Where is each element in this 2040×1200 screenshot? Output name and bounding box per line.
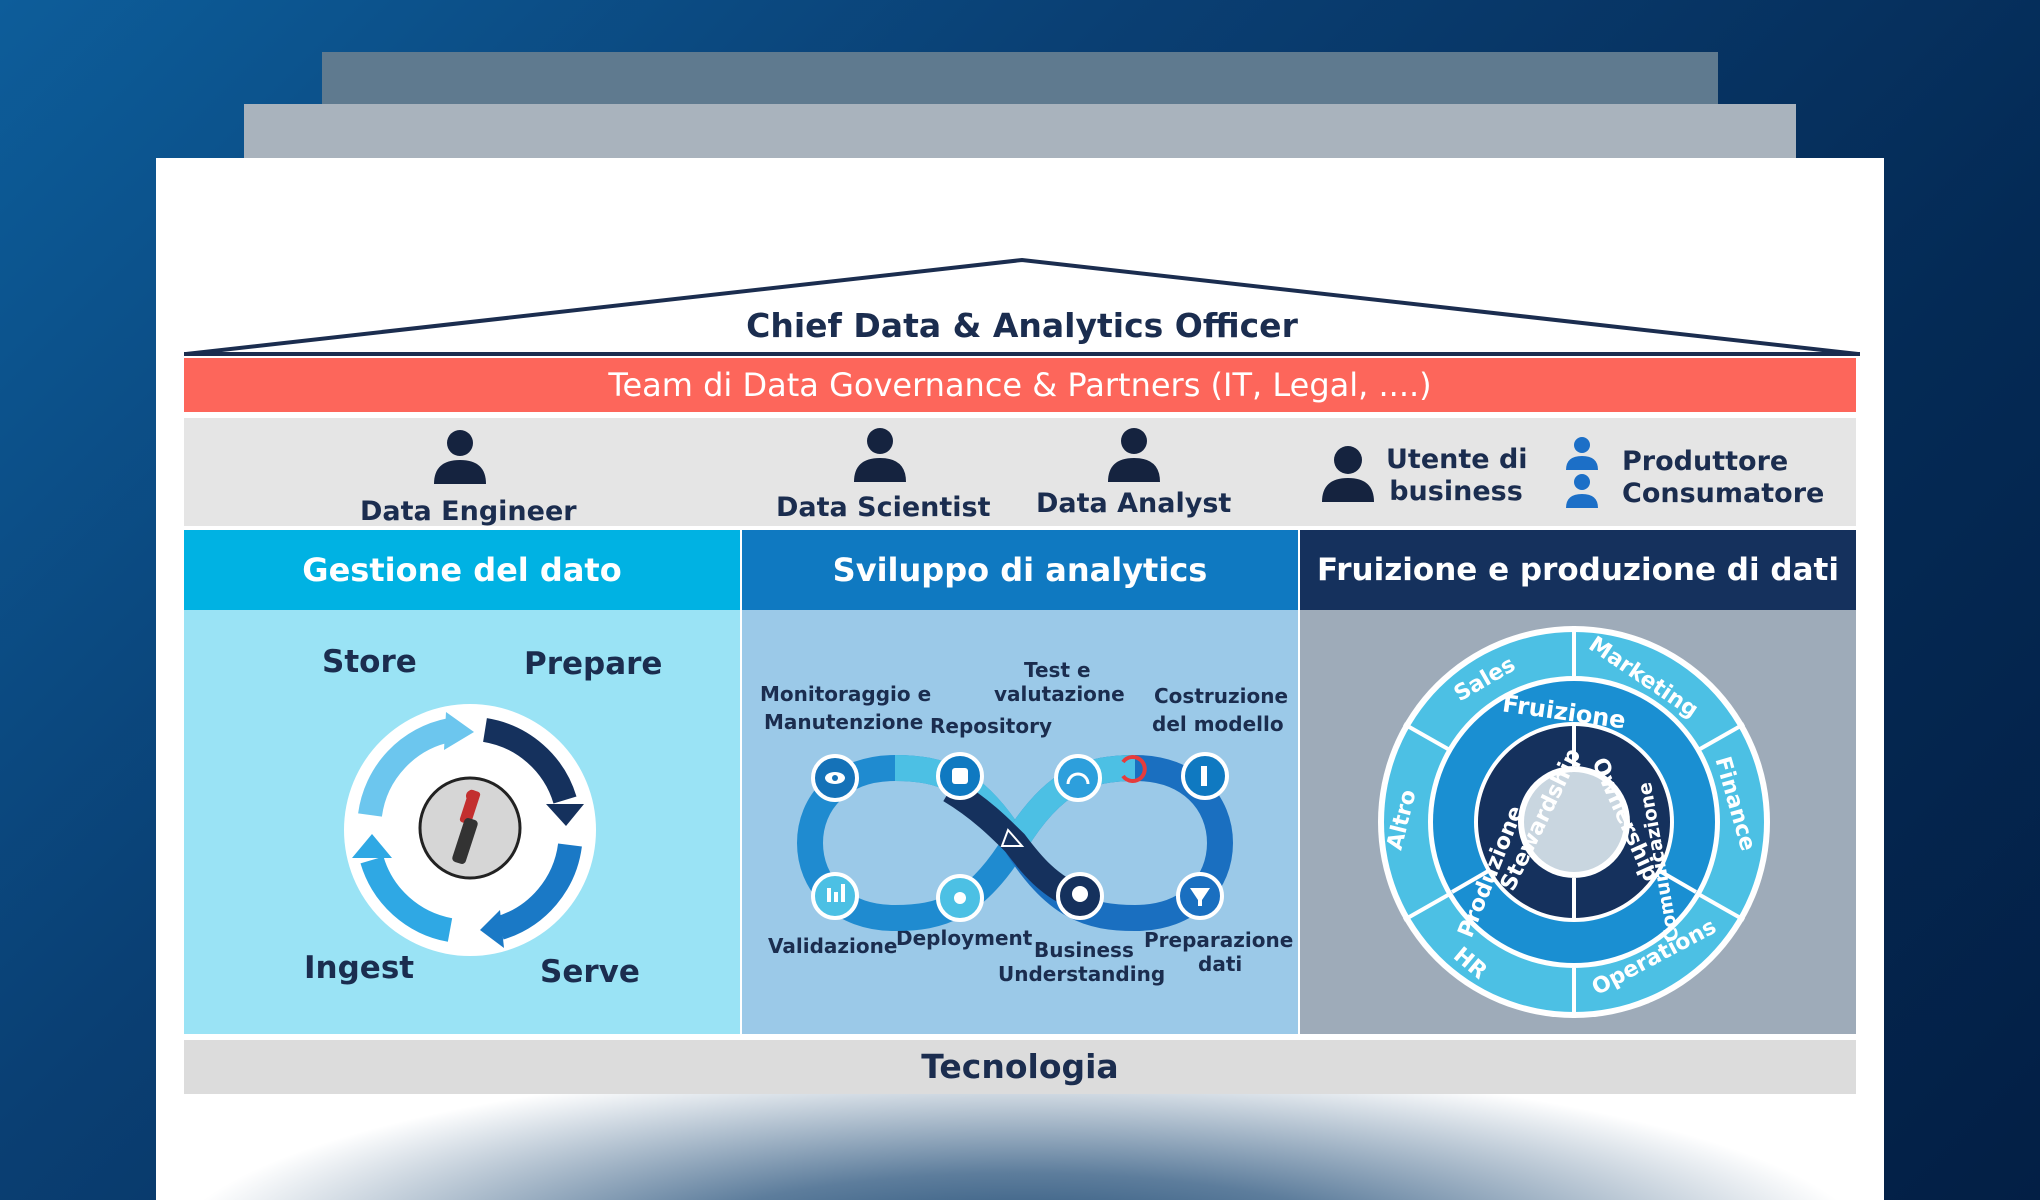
label-monitoring-line1: Monitoraggio e [760,682,932,706]
label-test-line2: valutazione [994,682,1125,706]
roof-shape [184,258,1860,356]
data-engineer-person-icon [434,430,486,484]
label-prep-line1: Preparazione [1144,928,1294,952]
role-consumer: Consumatore [1622,478,1825,509]
label-prep-line2: dati [1198,952,1243,976]
panel-title-data-management: Gestione del dato [184,530,740,610]
label-repository: Repository [930,714,1052,738]
label-business-line1: Business [1034,938,1134,962]
label-validation: Validazione [768,934,898,958]
role-data-engineer: Data Engineer [360,496,577,527]
consumption-wheel [1378,626,1770,1018]
analytics-lifecycle-infinity [796,752,1234,932]
label-model-line2: del modello [1152,712,1284,736]
panel-title-consumption: Fruizione e produzione di dati [1300,530,1856,610]
label-prepare: Prepare [524,646,663,682]
data-scientist-person-icon [854,428,906,482]
role-business-user-line2: business [1389,476,1523,507]
technology-bar: Tecnologia [184,1040,1856,1094]
role-data-analyst: Data Analyst [1036,488,1232,519]
role-producer: Produttore [1622,446,1789,477]
label-store: Store [322,644,417,680]
panel-title-analytics: Sviluppo di analytics [742,530,1298,610]
label-monitoring-line2: Manutenzione [764,710,924,734]
governance-bar: Team di Data Governance & Partners (IT, … [184,358,1856,412]
business-user-person-icon [1322,446,1374,502]
role-business-user-line1: Utente di [1386,444,1528,475]
data-lifecycle-diagram [344,704,596,956]
label-ingest: Ingest [304,950,415,986]
label-deployment: Deployment [896,926,1033,950]
producer-consumer-person-icon [1566,437,1598,508]
label-model-line1: Costruzione [1154,684,1289,708]
cdao-title: Chief Data & Analytics Officer [746,306,1298,345]
label-test-line1: Test e [1024,658,1091,682]
role-data-scientist: Data Scientist [776,492,991,523]
label-business-line2: Understanding [998,962,1166,986]
label-serve: Serve [540,954,640,990]
data-analyst-person-icon [1108,428,1160,482]
